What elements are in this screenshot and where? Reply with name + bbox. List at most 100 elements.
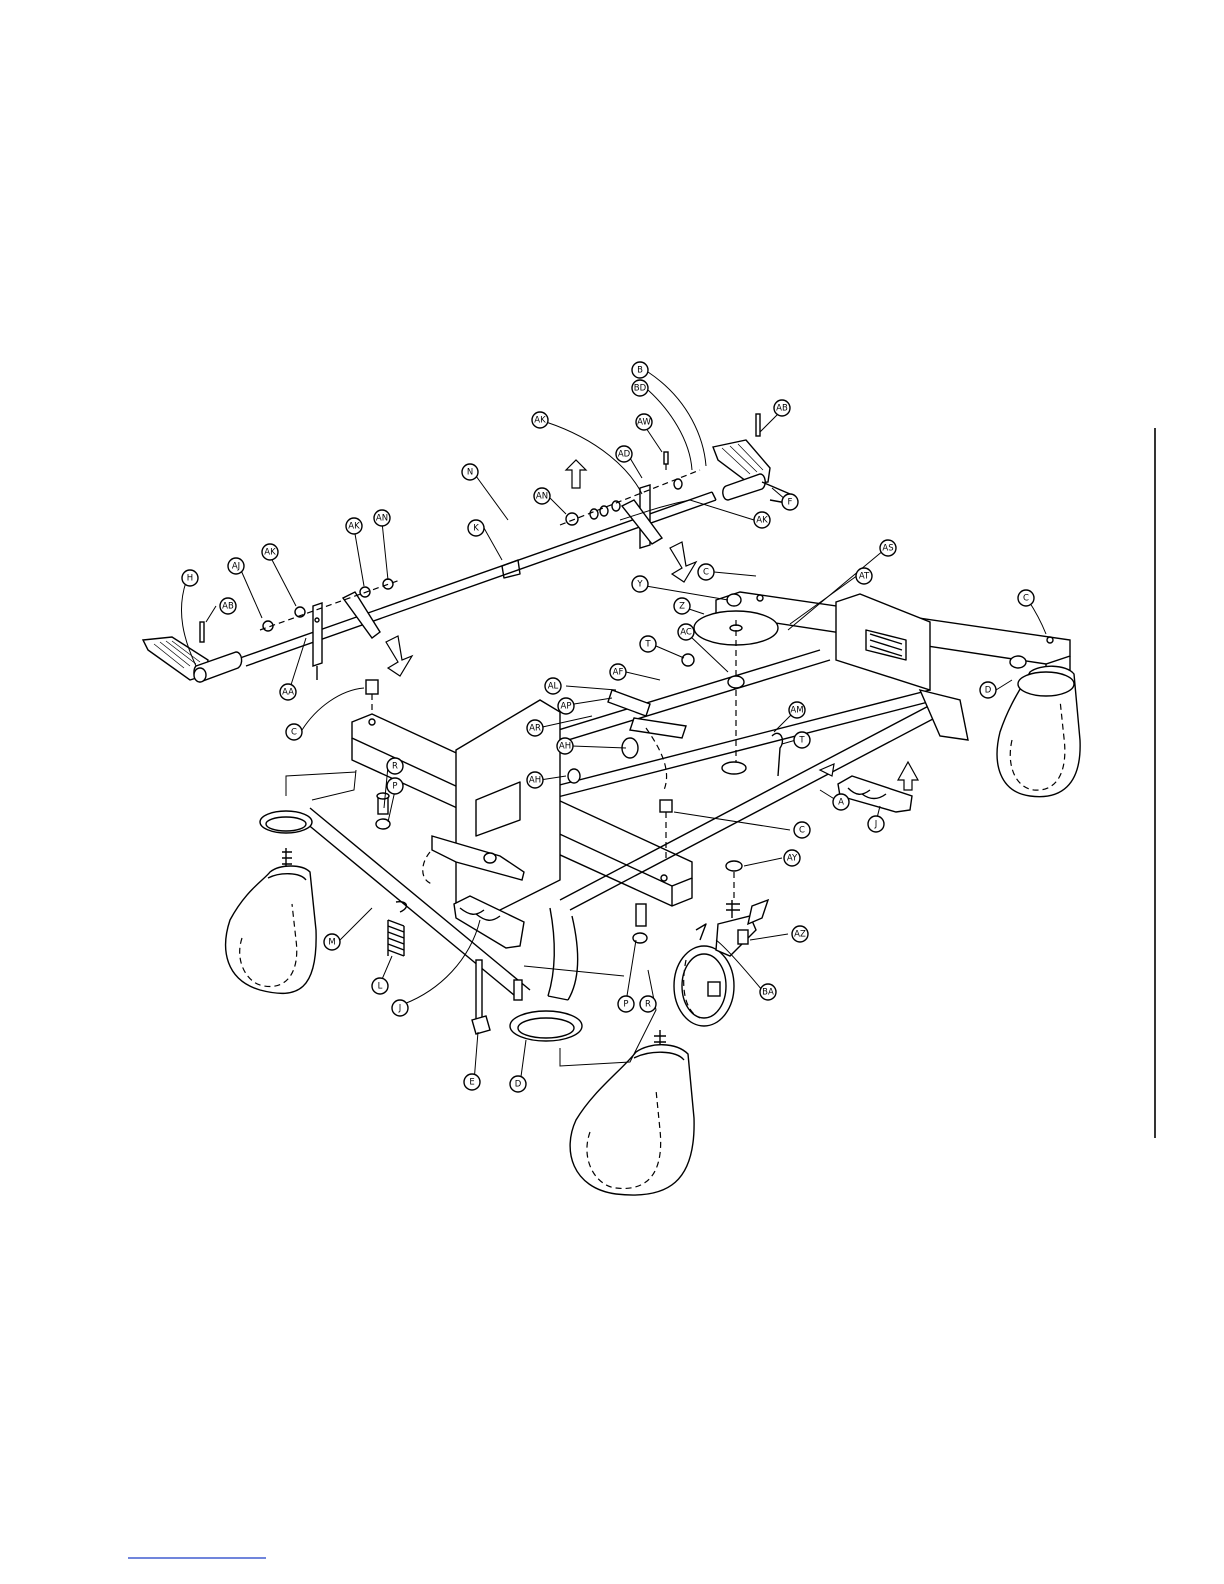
- callout-text: AY: [787, 854, 798, 864]
- callout-ad: AD: [616, 446, 632, 462]
- callout-y: Y: [632, 576, 648, 592]
- callout-text: AL: [548, 682, 559, 692]
- caster-rear-left-wheel: [674, 900, 768, 1026]
- callout-c-top: C: [698, 564, 714, 580]
- callout-text: C: [703, 568, 709, 578]
- callout-text: T: [798, 736, 805, 746]
- callout-text: A: [838, 798, 844, 808]
- callout-t-top: T: [640, 636, 656, 652]
- callout-text: E: [469, 1078, 474, 1088]
- callout-text: AW: [637, 418, 651, 428]
- callout-text: AN: [376, 514, 388, 524]
- callout-j-right: J: [868, 816, 884, 832]
- callout-text: AK: [264, 548, 276, 558]
- callout-text: AT: [859, 572, 870, 582]
- callout-text: BA: [762, 988, 774, 998]
- callout-text: L: [378, 982, 383, 992]
- callout-aw: AW: [636, 414, 652, 430]
- callout-n: N: [462, 464, 478, 480]
- callout-text: AB: [222, 602, 234, 612]
- callout-ba: BA: [760, 984, 776, 1000]
- callout-text: D: [985, 686, 992, 696]
- callout-m: M: [324, 934, 340, 950]
- callout-text: C: [291, 728, 297, 738]
- callout-text: AK: [756, 516, 768, 526]
- callout-ah-b: AH: [527, 772, 543, 788]
- callout-text: Y: [636, 580, 643, 590]
- callout-text: AH: [529, 776, 541, 786]
- callout-k: K: [468, 520, 484, 536]
- linkage-shaft-assembly: [143, 414, 792, 682]
- callout-af: AF: [610, 664, 626, 680]
- callout-text: R: [645, 1000, 651, 1010]
- callout-text: AF: [613, 668, 624, 678]
- callout-text: M: [328, 938, 335, 948]
- callout-bd: BD: [632, 380, 648, 396]
- callout-e: E: [464, 1074, 480, 1090]
- callout-text: AJ: [232, 562, 240, 572]
- callout-ah-a: AH: [557, 738, 573, 754]
- callout-p-left: P: [387, 778, 403, 794]
- callout-text: P: [392, 782, 397, 792]
- callout-text: N: [467, 468, 473, 478]
- callout-ak-top: AK: [532, 412, 548, 428]
- callout-text: Z: [679, 602, 685, 612]
- callout-at: AT: [856, 568, 872, 584]
- callout-text: T: [644, 640, 651, 650]
- callout-aa: AA: [280, 684, 296, 700]
- callout-z: Z: [674, 598, 690, 614]
- callout-text: AM: [790, 706, 803, 716]
- callout-ar: AR: [527, 720, 543, 736]
- callout-text: AK: [534, 416, 546, 426]
- callout-ak-right: AK: [754, 512, 770, 528]
- caster-front-left: [226, 770, 356, 993]
- callout-am: AM: [789, 702, 805, 718]
- callout-text: K: [473, 524, 479, 534]
- callout-text: J: [874, 820, 878, 830]
- callout-f: F: [782, 494, 798, 510]
- callout-ay: AY: [784, 850, 800, 866]
- callout-text: C: [799, 826, 805, 836]
- callout-text: R: [392, 762, 398, 772]
- callout-b: B: [632, 362, 648, 378]
- callout-d-bottom: D: [510, 1076, 526, 1092]
- callout-text: C: [1023, 594, 1029, 604]
- callout-text: P: [623, 1000, 628, 1010]
- callout-ak-left: AK: [262, 544, 278, 560]
- callout-ak-mid: AK: [346, 518, 362, 534]
- callout-text: J: [398, 1004, 402, 1014]
- callout-r-right: R: [640, 996, 656, 1012]
- callout-h: H: [182, 570, 198, 586]
- callout-text: AP: [561, 702, 572, 712]
- caster-front-right: [510, 970, 694, 1195]
- callout-a: A: [833, 794, 849, 810]
- callout-text: AB: [776, 404, 788, 414]
- callout-an-top: AN: [534, 488, 550, 504]
- callout-text: AH: [559, 742, 571, 752]
- callout-text: AR: [529, 724, 541, 734]
- callout-text: AK: [348, 522, 360, 532]
- callout-l: L: [372, 978, 388, 994]
- callout-c-left: C: [286, 724, 302, 740]
- callout-ac: AC: [678, 624, 694, 640]
- callout-az: AZ: [792, 926, 808, 942]
- callout-text: AC: [680, 628, 692, 638]
- callout-al: AL: [545, 678, 561, 694]
- callout-ap: AP: [558, 698, 574, 714]
- callout-ab-left: AB: [220, 598, 236, 614]
- callout-as: AS: [880, 540, 896, 556]
- callout-aj: AJ: [228, 558, 244, 574]
- callout-text: AS: [882, 544, 893, 554]
- callout-c-right: C: [1018, 590, 1034, 606]
- callout-t-mid: T: [794, 732, 810, 748]
- callout-an-mid: AN: [374, 510, 390, 526]
- callout-text: AN: [536, 492, 548, 502]
- spring: [388, 920, 404, 956]
- callout-text: D: [515, 1080, 522, 1090]
- callout-d-right: D: [980, 682, 996, 698]
- caster-rear-right: [997, 656, 1080, 797]
- callout-p-right: P: [618, 996, 634, 1012]
